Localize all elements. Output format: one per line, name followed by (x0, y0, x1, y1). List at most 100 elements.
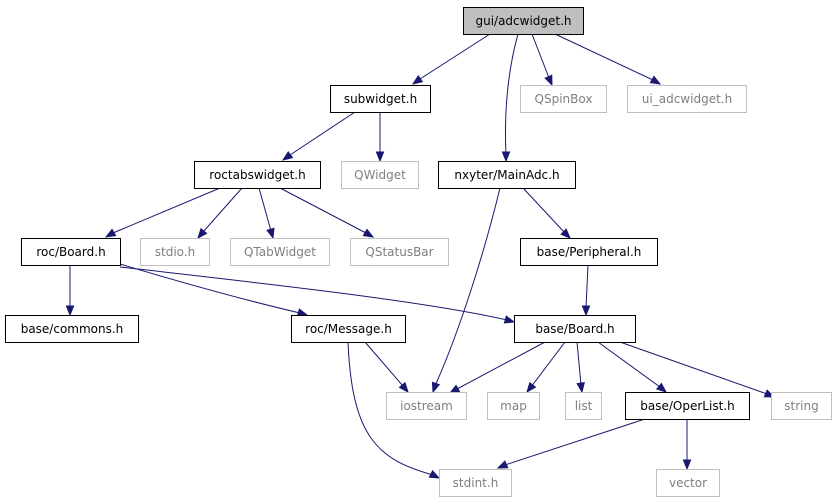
edge-mainadc-to-peripheral (522, 187, 571, 239)
arrowhead-icon (362, 228, 375, 238)
node-string: string (771, 392, 832, 420)
arrowhead-icon (448, 384, 461, 394)
node-box (350, 238, 449, 266)
node-box (386, 392, 467, 420)
arrowhead-icon (431, 381, 441, 394)
edge-line (347, 341, 434, 476)
node-box (656, 469, 720, 497)
edge-peripheral-to-baseboard (581, 264, 591, 317)
node-box[interactable] (21, 238, 121, 266)
node-label: list (575, 399, 593, 413)
node-box (230, 238, 330, 266)
arrowhead-icon (281, 150, 294, 161)
node-rocmessage[interactable]: roc/Message.h (291, 315, 406, 343)
node-qspinbox: QSpinBox (520, 85, 607, 113)
edge-adcwidget-to-ui_adcwidget (554, 33, 662, 85)
node-label: QWidget (354, 168, 406, 182)
arrowhead-icon (398, 381, 409, 394)
edge-line (202, 187, 243, 233)
node-label: QTabWidget (244, 245, 316, 259)
node-box[interactable] (330, 85, 431, 113)
edge-rocmessage-to-iostream (364, 341, 409, 394)
node-label: iostream (400, 399, 453, 413)
node-subwidget[interactable]: subwidget.h (330, 85, 431, 113)
node-label: subwidget.h (344, 92, 417, 106)
node-box[interactable] (463, 7, 584, 35)
node-commons[interactable]: base/commons.h (5, 315, 139, 343)
node-label: base/Board.h (535, 322, 614, 336)
node-box[interactable] (194, 161, 321, 189)
node-rocboard[interactable]: roc/Board.h (21, 238, 121, 266)
node-baseboard[interactable]: base/Board.h (514, 315, 636, 343)
arrowhead-icon (581, 305, 591, 317)
node-box (140, 238, 210, 266)
arrowhead-icon (296, 308, 309, 317)
arrowhead-icon (496, 460, 509, 469)
arrowhead-icon (503, 315, 516, 324)
node-adcwidget[interactable]: gui/adcwidget.h (463, 7, 584, 35)
arrowhead-icon (544, 74, 553, 87)
node-label: roctabswidget.h (209, 168, 305, 182)
arrowhead-icon (576, 381, 585, 394)
edge-line (119, 263, 301, 314)
node-box (487, 392, 540, 420)
edge-mainadc-to-iostream (431, 187, 501, 394)
node-label: roc/Board.h (36, 245, 105, 259)
edge-line (434, 187, 501, 387)
edge-roctabswidget-to-qstatusbar (279, 187, 375, 238)
edge-rocmessage-to-stdint (347, 341, 441, 479)
edge-rocboard-to-commons (65, 265, 75, 317)
node-roctabswidget[interactable]: roctabswidget.h (194, 161, 321, 189)
arrowhead-icon (428, 469, 441, 479)
edge-line (504, 418, 646, 466)
edge-line (576, 341, 582, 386)
edge-line (258, 187, 272, 232)
node-box (627, 85, 747, 113)
edge-line (364, 341, 404, 387)
arrowhead-icon (501, 151, 511, 163)
node-stdio: stdio.h (140, 238, 210, 266)
node-label: QStatusBar (365, 245, 433, 259)
node-list: list (565, 392, 602, 420)
edge-line (522, 187, 566, 234)
node-label: map (500, 399, 527, 413)
node-box[interactable] (520, 238, 658, 266)
arrowhead-icon (526, 381, 537, 394)
node-box[interactable] (438, 161, 576, 189)
node-box[interactable] (5, 315, 139, 343)
edge-line (554, 33, 654, 81)
node-label: base/commons.h (21, 322, 124, 336)
arrowhead-icon (560, 228, 571, 239)
node-box (565, 392, 602, 420)
node-stdint: stdint.h (439, 469, 512, 497)
node-label: base/OperList.h (640, 399, 734, 413)
arrowhead-icon (65, 305, 75, 317)
node-box (520, 85, 607, 113)
edge-adcwidget-to-subwidget (411, 33, 491, 85)
edge-adcwidget-to-qspinbox (531, 33, 553, 87)
nodes-layer: gui/adcwidget.h subwidget.h QSpinBox ui_adc… (5, 7, 832, 497)
node-box[interactable] (291, 315, 406, 343)
node-box[interactable] (625, 392, 750, 420)
edge-line (456, 341, 546, 390)
edge-line (597, 341, 661, 388)
node-operlist[interactable]: base/OperList.h (625, 392, 750, 420)
arrowhead-icon (266, 227, 275, 240)
arrowhead-icon (104, 228, 117, 238)
edge-subwidget-to-roctabswidget (281, 111, 356, 161)
node-label: base/Peripheral.h (537, 245, 642, 259)
edge-baseboard-to-string (619, 341, 776, 398)
node-vector: vector (656, 469, 720, 497)
edge-operlist-to-stdint (496, 418, 646, 469)
edge-roctabswidget-to-qtabwidget (258, 187, 275, 240)
edge-rocboard-to-baseboard (119, 266, 516, 324)
node-ui_adcwidget: ui_adcwidget.h (627, 85, 747, 113)
edge-roctabswidget-to-rocboard (104, 187, 221, 238)
node-label: gui/adcwidget.h (475, 14, 571, 28)
node-mainadc[interactable]: nxyter/MainAdc.h (438, 161, 576, 189)
node-peripheral[interactable]: base/Peripheral.h (520, 238, 658, 266)
edge-line (289, 111, 356, 156)
node-box[interactable] (514, 315, 636, 343)
edge-subwidget-to-qwidget (375, 112, 385, 163)
